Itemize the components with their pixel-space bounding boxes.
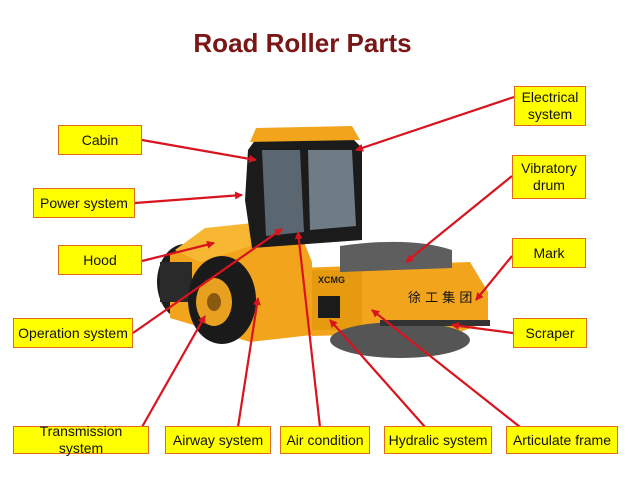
arrow-mark <box>475 255 513 301</box>
arrow-articulate-frame <box>371 309 521 428</box>
label-mark: Mark <box>512 238 586 268</box>
label-power-system: Power system <box>33 188 135 218</box>
frame-opening <box>318 296 340 318</box>
arrow-airway-system <box>236 297 261 428</box>
pointer-arrows <box>132 95 521 428</box>
plate-text: 徐 工 集 团 <box>408 290 472 306</box>
label-electrical-system: Electrical system <box>514 86 586 126</box>
label-operation-system: Operation system <box>13 318 133 348</box>
arrow-power-system <box>134 191 243 205</box>
label-airway-system: Airway system <box>165 426 271 454</box>
drum-bottom <box>330 322 470 358</box>
brand-text: XCMG <box>318 275 345 285</box>
diagram-title: Road Roller Parts <box>193 28 412 58</box>
label-hydralic-system: Hydralic system <box>384 426 492 454</box>
arrow-cabin <box>141 138 257 163</box>
cab-roof <box>250 126 360 142</box>
cab-front-window <box>308 150 356 230</box>
label-hood: Hood <box>58 245 142 275</box>
arrow-transmission-system <box>141 315 206 428</box>
label-air-condition: Air condition <box>280 426 370 454</box>
label-transmission-system: Transmission system <box>13 423 149 456</box>
arrow-operation-system <box>132 228 283 334</box>
arrow-hydralic-system <box>329 319 426 428</box>
arrow-vibratory-drum <box>405 175 513 263</box>
label-scraper: Scraper <box>513 318 587 348</box>
cab-door-window <box>262 150 304 236</box>
label-cabin: Cabin <box>58 125 142 155</box>
label-articulate-frame: Articulate frame <box>506 426 618 454</box>
arrow-hood <box>141 240 215 263</box>
scraper-bar <box>380 320 490 326</box>
label-vibratory-drum: Vibratory drum <box>512 155 586 199</box>
arrow-scraper <box>451 321 514 335</box>
arrow-electrical-system <box>355 95 515 152</box>
arrow-air-condition <box>294 231 322 428</box>
wheel-hub <box>207 293 221 311</box>
road-roller: XCMG 徐 工 集 团 <box>157 126 490 358</box>
vibratory-drum <box>340 241 452 272</box>
hood-panel <box>175 222 270 262</box>
